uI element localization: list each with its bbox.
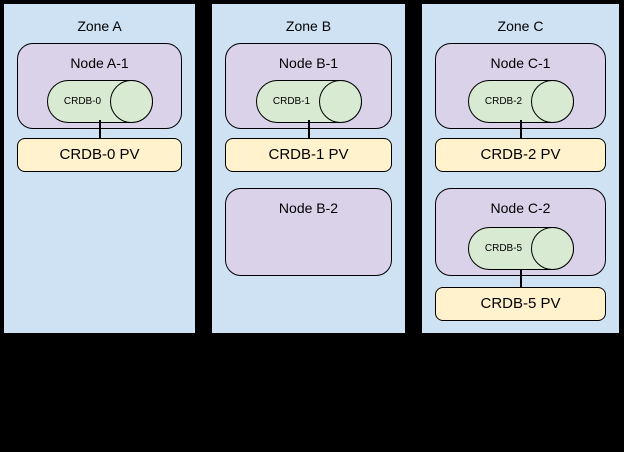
zone-a: Zone A Node A-1 CRDB-0 CRDB-0 PV [2, 2, 197, 335]
crdb-0-cylinder-icon: CRDB-0 [46, 80, 153, 123]
crdb-2-cylinder-icon: CRDB-2 [467, 80, 574, 123]
connector-c1-pv [519, 120, 522, 138]
zone-c: Zone C Node C-1 CRDB-2 CRDB-2 PV Node C-… [420, 2, 621, 335]
node-a1: Node A-1 CRDB-0 [17, 43, 182, 129]
zone-c-title: Zone C [497, 18, 544, 34]
cylinder-end-cap [109, 80, 153, 123]
crdb-1-pv-box: CRDB-1 PV [225, 138, 392, 172]
node-b2: Node B-2 [225, 188, 392, 276]
cylinder-end-cap [530, 80, 574, 123]
crdb-0-label: CRDB-0 [63, 96, 102, 107]
crdb-2-label: CRDB-2 [484, 96, 523, 107]
crdb-5-cylinder-icon: CRDB-5 [467, 227, 574, 270]
node-c2-title: Node C-2 [490, 200, 551, 216]
crdb-1-label: CRDB-1 [272, 96, 311, 107]
crdb-5-pv-box: CRDB-5 PV [435, 287, 606, 321]
zone-b: Zone B Node B-1 CRDB-1 CRDB-1 PV Node B-… [210, 2, 407, 335]
crdb-5-label: CRDB-5 [484, 243, 523, 254]
cylinder-end-cap [530, 227, 574, 270]
node-c1: Node C-1 CRDB-2 [435, 43, 606, 129]
connector-a1-pv [98, 120, 101, 138]
crdb-1-cylinder-icon: CRDB-1 [255, 80, 362, 123]
node-b1-title: Node B-1 [278, 55, 339, 71]
crdb-2-pv-box: CRDB-2 PV [435, 138, 606, 172]
node-b2-title: Node B-2 [278, 200, 339, 216]
node-c2: Node C-2 CRDB-5 [435, 188, 606, 276]
node-a1-title: Node A-1 [70, 55, 129, 71]
zone-a-title: Zone A [77, 18, 122, 34]
zone-b-title: Zone B [285, 18, 332, 34]
connector-b1-pv [307, 120, 310, 138]
cylinder-end-cap [318, 80, 362, 123]
connector-c2-pv [519, 269, 522, 287]
node-c1-title: Node C-1 [490, 55, 551, 71]
node-b1: Node B-1 CRDB-1 [225, 43, 392, 129]
crdb-0-pv-box: CRDB-0 PV [17, 138, 182, 172]
